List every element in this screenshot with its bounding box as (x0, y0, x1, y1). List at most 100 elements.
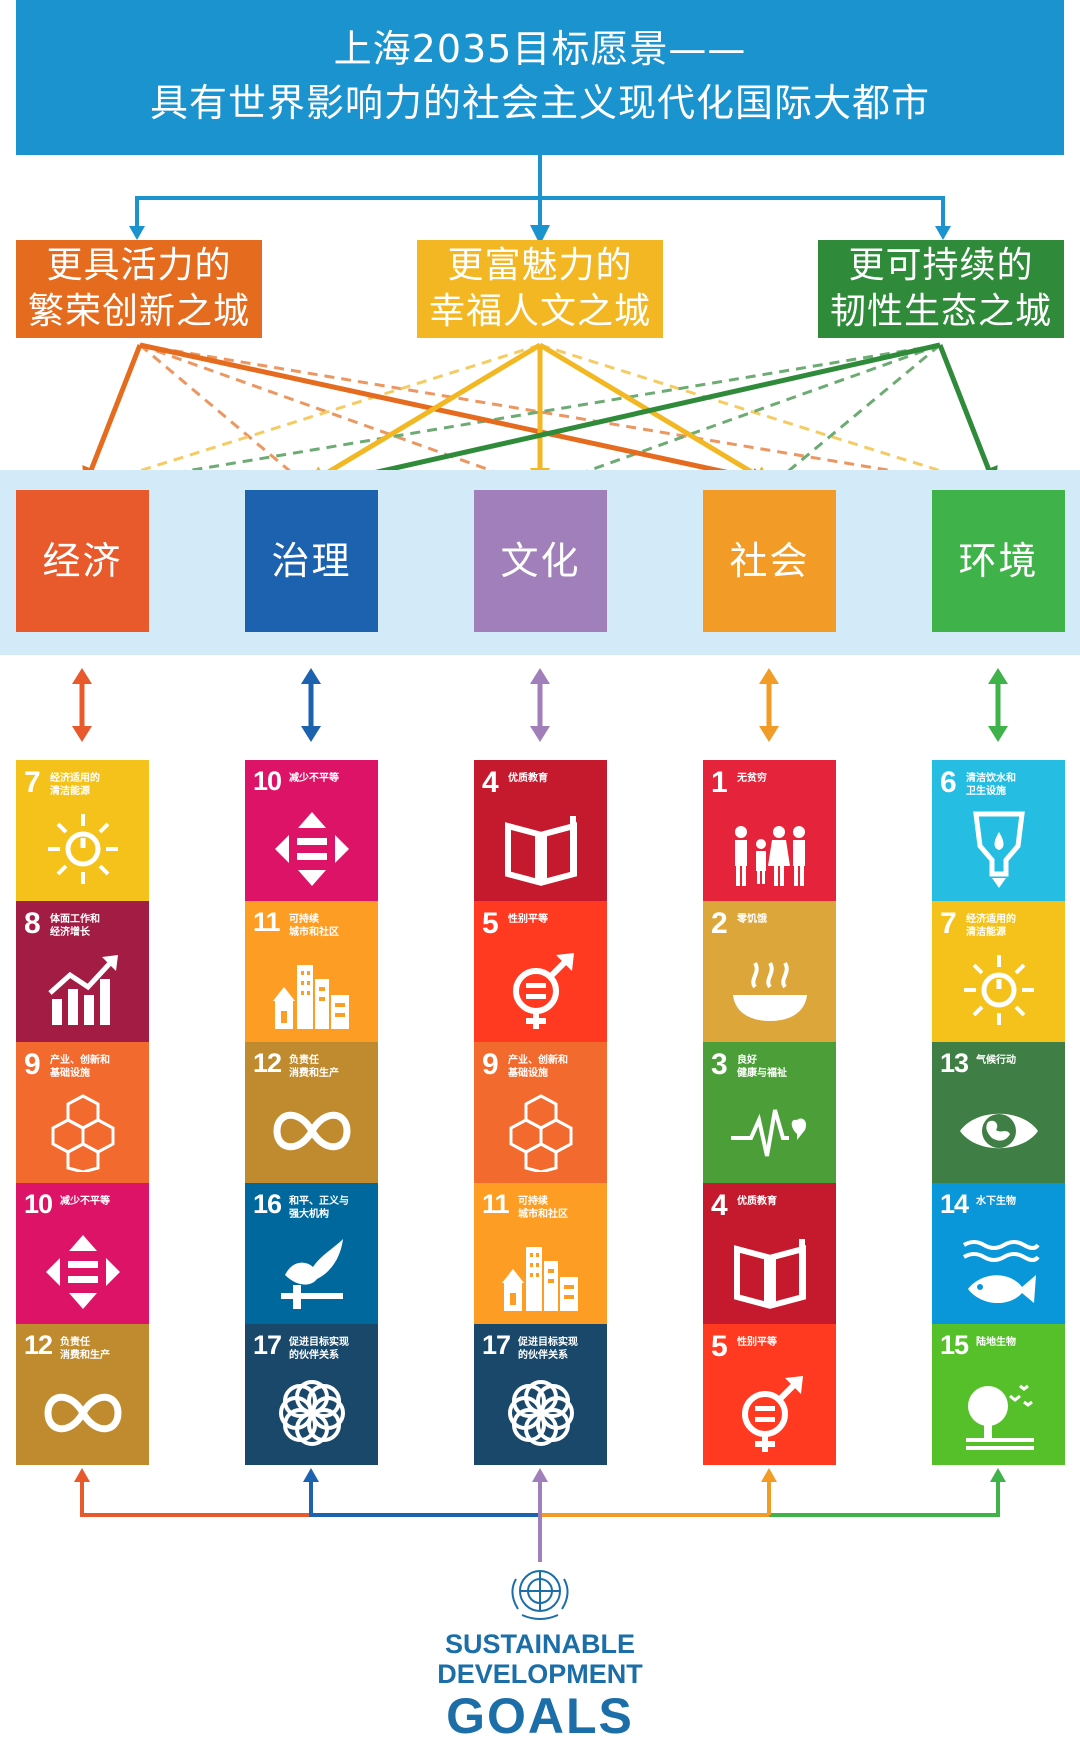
sdg-label: 水下生物 (976, 1196, 1016, 1207)
theme-happy-humanistic: 更富魅力的 幸福人文之城 (417, 240, 663, 338)
eye-globe-icon (960, 1113, 1038, 1149)
theme-line-2: 韧性生态之城 (829, 291, 1052, 332)
heartbeat-icon (731, 1109, 807, 1157)
un-emblem-icon (511, 1570, 569, 1620)
sdg-label: 负责任 消费和生产 (289, 1055, 339, 1079)
title-banner: 上海2035目标愿景—— 具有世界影响力的社会主义现代化国际大都市 (16, 0, 1064, 155)
sdg-label: 性别平等 (508, 914, 548, 925)
sdg-label: 可持续 城市和社区 (518, 1196, 568, 1220)
dimension-environment: 环境 (932, 490, 1065, 632)
sdg-number: 4 (482, 766, 499, 799)
sdg-label: 产业、创新和 基础设施 (508, 1055, 568, 1079)
sdg-label: 良好 健康与福祉 (737, 1055, 787, 1079)
tree-icon (966, 1384, 1034, 1450)
sdg-label: 和平、正义与 强大机构 (289, 1196, 349, 1220)
sdg-tile-14: 14 水下生物 (932, 1183, 1065, 1324)
sdg-number: 16 (253, 1189, 282, 1219)
cubes-icon (509, 1094, 573, 1172)
dove-icon (281, 1239, 343, 1309)
energy-icon (48, 814, 118, 884)
flower-icon (279, 1380, 345, 1446)
sdg-number: 12 (253, 1048, 282, 1078)
theme-line-1: 更具活力的 (46, 245, 232, 286)
sdg-number: 14 (940, 1189, 969, 1219)
sdg-tile-7: 7 经济适用的 清洁能源 (932, 901, 1065, 1042)
sdg-number: 4 (711, 1189, 728, 1222)
sdg-number: 11 (482, 1189, 510, 1219)
sdg-number: 7 (24, 766, 41, 799)
sdg-logo: SUSTAINABLE DEVELOPMENT GOALS (420, 1555, 660, 1744)
energy-icon (964, 955, 1034, 1025)
sdg-number: 2 (711, 907, 728, 940)
family-icon (735, 826, 805, 886)
sdg-label: 负责任 消费和生产 (60, 1337, 110, 1361)
sdg-label: 零饥饿 (737, 914, 767, 925)
sdg-number: 17 (482, 1330, 511, 1360)
sdg-number: 12 (24, 1330, 53, 1360)
sdg-label: 气候行动 (976, 1055, 1016, 1066)
theme-prosperous-innovation: 更具活力的 繁荣创新之城 (16, 240, 262, 338)
book-icon (734, 1239, 806, 1309)
book-icon (505, 816, 577, 886)
sdg-number: 5 (711, 1330, 728, 1363)
gender-icon (742, 1376, 803, 1452)
sdg-label: 产业、创新和 基础设施 (50, 1055, 110, 1079)
title-line-1: 上海2035目标愿景—— (333, 27, 747, 71)
equality-icon (46, 1235, 120, 1309)
theme-line-1: 更富魅力的 (447, 245, 633, 286)
sdg-label: 可持续 城市和社区 (289, 914, 339, 938)
sdg-tile-11: 11 可持续 城市和社区 (474, 1183, 607, 1324)
dimension-governance: 治理 (245, 490, 378, 632)
cubes-icon (51, 1094, 115, 1172)
city-icon (502, 1247, 578, 1311)
sdg-number: 8 (24, 907, 41, 940)
sdg-tile-17: 17 促进目标实现 的伙伴关系 (474, 1324, 607, 1465)
sdg-logo-line-1: SUSTAINABLE (444, 1629, 635, 1659)
sdg-label: 减少不平等 (289, 773, 339, 784)
growth-icon (48, 955, 118, 1025)
sdg-number: 7 (940, 907, 957, 940)
dimension-society: 社会 (703, 490, 836, 632)
city-icon (273, 965, 349, 1029)
sdg-label: 减少不平等 (60, 1196, 110, 1207)
gender-icon (513, 953, 574, 1029)
theme-line-1: 更可持续的 (848, 245, 1034, 286)
sdg-number: 9 (24, 1048, 41, 1081)
title-line-2: 具有世界影响力的社会主义现代化国际大都市 (149, 81, 930, 125)
sdg-number: 13 (940, 1048, 969, 1078)
sdg-number: 5 (482, 907, 499, 940)
sdg-label: 经济适用的 清洁能源 (50, 773, 100, 797)
sdg-label: 陆地生物 (976, 1337, 1016, 1348)
sdg-logo-line-2: DEVELOPMENT (437, 1659, 643, 1689)
sdg-logo-line-3: GOALS (446, 1688, 634, 1744)
infinity-icon (44, 1393, 122, 1433)
sdg-tile-5: 5 性别平等 (474, 901, 607, 1042)
sdg-label: 经济适用的 清洁能源 (966, 914, 1016, 938)
sdg-tile-12: 12 负责任 消费和生产 (245, 1042, 378, 1183)
sdg-label: 无贫穷 (737, 773, 767, 784)
infinity-icon (273, 1111, 351, 1151)
theme-line-2: 幸福人文之城 (428, 291, 651, 332)
flower-icon (508, 1380, 574, 1446)
sdg-label: 性别平等 (737, 1337, 777, 1348)
sdg-label: 促进目标实现 的伙伴关系 (518, 1337, 578, 1361)
sdg-number: 17 (253, 1330, 282, 1360)
sdg-label: 清洁饮水和 卫生设施 (966, 773, 1016, 797)
fish-icon (962, 1240, 1040, 1304)
sdg-tile-13: 13 气候行动 (932, 1042, 1065, 1183)
dimension-culture: 文化 (474, 490, 607, 632)
